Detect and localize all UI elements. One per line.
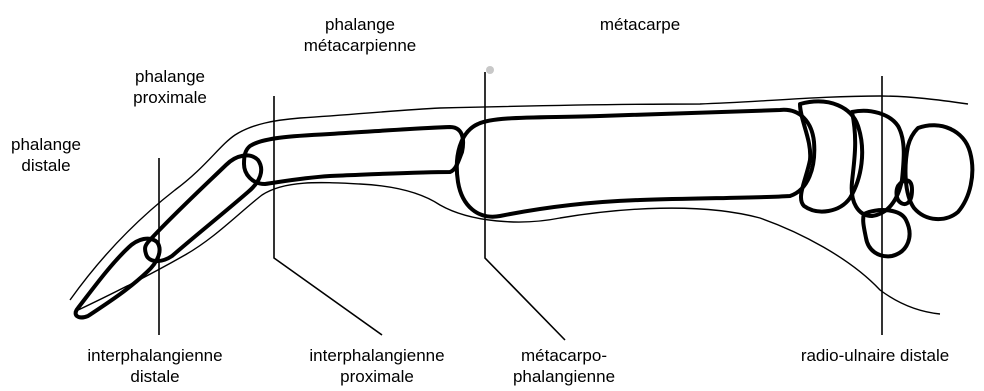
- print-speckle: [486, 66, 494, 74]
- label-line: phalange: [110, 66, 230, 87]
- skin-outline-palmar: [74, 183, 940, 314]
- label-metacarpo-phalangienne: métacarpo- phalangienne: [484, 345, 644, 387]
- bones: [76, 101, 973, 317]
- label-line: interphalangienne: [282, 345, 472, 366]
- label-line: interphalangienne: [60, 345, 250, 366]
- label-phalange-proximale: phalange proximale: [110, 66, 230, 108]
- label-phalange-distale: phalange distale: [2, 134, 90, 176]
- label-line: métacarpo-: [484, 345, 644, 366]
- label-line: métacarpienne: [290, 35, 430, 56]
- speckle-dot: [486, 66, 494, 74]
- label-radio-ulnaire-distale: radio-ulnaire distale: [770, 345, 980, 366]
- label-phalange-metacarpienne: phalange métacarpienne: [290, 14, 430, 56]
- skin-outline: [70, 96, 968, 314]
- carpal-bone-3: [906, 125, 973, 219]
- label-metacarpe: métacarpe: [580, 14, 700, 35]
- skin-outline-dorsal: [70, 96, 968, 300]
- label-line: distale: [2, 155, 90, 176]
- proximal-phalanx-bone: [244, 127, 463, 184]
- label-interphalangienne-proximale: interphalangienne proximale: [282, 345, 472, 387]
- label-line: distale: [60, 366, 250, 387]
- label-line: radio-ulnaire distale: [770, 345, 980, 366]
- label-interphalangienne-distale: interphalangienne distale: [60, 345, 250, 387]
- label-line: proximale: [110, 87, 230, 108]
- metacarpal-bone: [457, 110, 814, 217]
- label-line: phalangienne: [484, 366, 644, 387]
- label-line: phalange: [2, 134, 90, 155]
- label-line: phalange: [290, 14, 430, 35]
- label-line: métacarpe: [580, 14, 700, 35]
- label-line: proximale: [282, 366, 472, 387]
